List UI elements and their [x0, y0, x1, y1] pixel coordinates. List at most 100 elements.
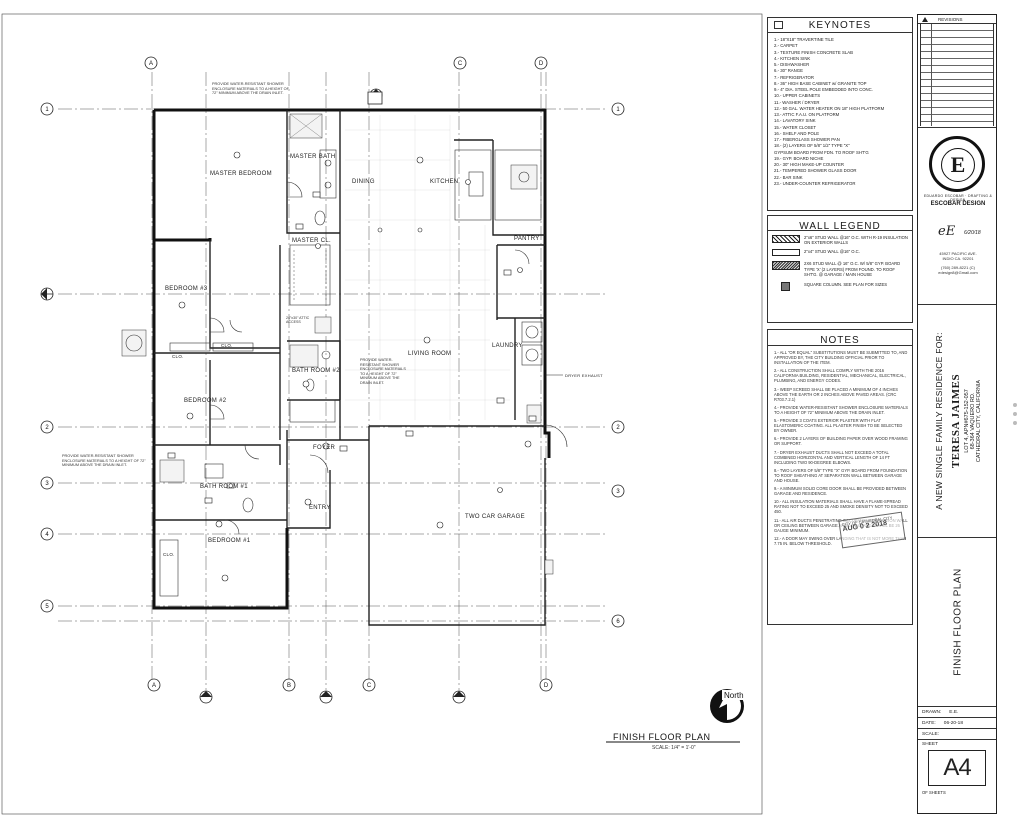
label-dining: DINING [352, 179, 375, 185]
revision-rows [920, 24, 994, 126]
label-master-cl: MASTER CL. [292, 238, 331, 244]
grid-bubble-4 [40, 527, 54, 541]
sheet-number-box: A4 [928, 750, 986, 786]
keynote-item: 23.- UNDER-COUNTER REFRIGERATOR [774, 180, 856, 186]
date-value: 06-20-18 [943, 720, 963, 726]
wall-swatch-2x6-fire [772, 261, 800, 271]
firm-block: E EDUARDO ESCOBAR · DRAFTING & DESIGN ES… [918, 128, 996, 305]
label-master-bedroom: MASTER BEDROOM [210, 171, 272, 177]
revisions-label: REVISIONS [938, 16, 963, 22]
more-options-icon[interactable] [1012, 403, 1018, 425]
wall-legend-text: 2X6 STUD WALL @ 16" O.C. W/ 5/8" GYP. BO… [804, 261, 901, 277]
label-entry: ENTRY [309, 505, 331, 511]
note-item: 8.- TWO LAYERS OF 5/8" TYPE "X" GYP. BOA… [774, 467, 908, 483]
keynote-item: 21.- TEMPERED SHOWER GLASS DOOR [774, 168, 857, 174]
keynote-item: 4.- KITCHEN SINK [774, 55, 811, 61]
keynotes-list: 1.- 18"X18" TRAVERTINE TILE 2.- CARPET 3… [768, 33, 912, 187]
label-bathroom-1: BATH ROOM #1 [200, 484, 248, 490]
wall-legend-row: SQUARE COLUMN. SEE PLAN FOR SIZES [772, 282, 908, 292]
keynote-item: 16.- SHELF AND POLE [774, 130, 820, 136]
note-item: 7.- DRYER EXHAUST DUCTS SHALL NOT EXCEED… [774, 449, 890, 465]
label-clo-2: CLO. [221, 343, 233, 348]
drawn-label: DRAWN: [922, 709, 942, 715]
revision-triangle-icon [922, 16, 928, 22]
label-living-room: LIVING ROOM [408, 351, 451, 357]
signature: eE [938, 224, 956, 239]
drawing-scale: SCALE: 1/4" = 1'-0" [652, 745, 696, 751]
wall-legend-header: WALL LEGEND [768, 216, 912, 232]
north-arrow: North [710, 689, 754, 723]
keynotes-title: KEYNOTES [808, 19, 872, 31]
firm-name: ESCOBAR DESIGN [930, 201, 986, 207]
label-bath-2: BATH ROOM #2 [292, 368, 340, 374]
lot-line-3: CATHEDRAL CITY, CALIFORNIA [976, 379, 982, 463]
label-kitchen: KITCHEN [430, 179, 458, 185]
square-column-swatch [781, 282, 790, 292]
note-shower-master: PROVIDE WATER-RESISTANT SHOWER ENCLOSURE… [212, 82, 289, 95]
wall-legend-list: 2"x6" STUD WALL @16" O.C. WITH R-19 INSU… [768, 231, 912, 292]
date-label: DATE: [922, 720, 936, 726]
notes-panel: NOTES 1.- ALL "OR EQUAL" SUBSTITUTIONS M… [767, 329, 913, 625]
revisions-block: REVISIONS [918, 15, 996, 128]
floor-plan-drawing: A C D A B C D 1 2 3 4 5 1 2 3 6 [1, 13, 763, 815]
keynote-item: 7.- REFRIGERATOR [774, 74, 814, 80]
grid-label-3: 3 [45, 481, 49, 487]
project-block: A NEW SINGLE FAMILY RESIDENCE FOR: TERES… [918, 305, 996, 538]
sheet-title: FINISH FLOOR PLAN [952, 568, 964, 676]
grid-bubble-3-right [611, 484, 625, 498]
notes-header: NOTES [768, 330, 912, 346]
note-shower-bath1: PROVIDE WATER-RESISTANT SHOWER ENCLOSURE… [62, 454, 146, 467]
firm-logo-letter: E [950, 152, 966, 177]
grid-bubble-2 [40, 420, 54, 434]
grid-bubble-d-top [534, 56, 548, 70]
grid-label-2-right: 2 [616, 425, 620, 431]
keynote-item: 5.- DISHWASHER [774, 62, 810, 67]
grid-bubble-1-right [611, 102, 625, 116]
grid-bubble-2-right [611, 420, 625, 434]
date-row: DATE: 06-20-18 [918, 718, 996, 729]
label-bedroom-3: BEDROOM #3 [165, 286, 208, 292]
firm-logo: E [929, 136, 985, 192]
grid-label-4: 4 [45, 532, 49, 538]
label-bedroom-1: BEDROOM #1 [208, 538, 251, 544]
keynote-item: 17.- FIBERGLASS SHOWER PAN [774, 137, 840, 142]
grid-bubble-d-bottom [539, 678, 553, 692]
grid-bubble-c-bottom [362, 678, 376, 692]
title-block: REVISIONS E EDUARDO ESCOBAR · DRAFTING &… [917, 14, 997, 814]
grid-label-1: 1 [45, 107, 49, 113]
firm-logo-inner: E [941, 148, 975, 182]
grid-label-a-bottom: A [152, 683, 156, 689]
grid-lines [58, 72, 608, 690]
label-two-car-garage: TWO CAR GARAGE [465, 514, 525, 520]
keynote-item: 3.- TEXTURE FINISH CONCRETE SLAB [774, 49, 853, 55]
note-item: 1.- ALL "OR EQUAL" SUBSTITUTIONS MUST BE… [774, 350, 908, 366]
grid-label-d-bottom: D [544, 683, 549, 689]
sheet-label: SHEET [922, 742, 938, 747]
grid-label-1-right: 1 [616, 107, 620, 113]
keynote-item: 22.- BAR SINK [774, 174, 803, 180]
note-attic: 24"x30" ATTIC ACCESS [286, 316, 309, 324]
scale-label: SCALE: [922, 731, 940, 737]
grid-label-3-right: 3 [616, 489, 620, 495]
keynote-item: 15.- WATER CLOSET [774, 124, 817, 130]
notes-title: NOTES [820, 335, 860, 346]
note-item: 4.- PROVIDE WATER-RESISTANT SHOWER ENCLO… [774, 404, 908, 415]
keynote-item: GYPSUM BOARD FROM FDN. TO ROOF SHT'G [774, 149, 869, 155]
note-shower-bath2: PROVIDE WATER-RESISTANT SHOWER ENCLOSURE… [360, 358, 406, 385]
grid-bubble-a-bottom [147, 678, 161, 692]
signature-date: 6/20/18 [964, 230, 981, 236]
grid-bubbles: A C D A B C D 1 2 3 4 5 1 2 3 6 [40, 56, 625, 692]
grid-label-c-top: C [458, 61, 463, 67]
grid-label-2: 2 [45, 425, 49, 431]
keynote-item: 20.- 30" HIGH MAKE-UP COUNTER [774, 162, 844, 167]
sheet-title-block: FINISH FLOOR PLAN [918, 538, 996, 707]
grid-label-c-bottom: C [367, 683, 372, 689]
note-item: 2.- ALL CONSTRUCTION SHALL COMPLY WITH T… [774, 368, 906, 384]
keynote-item: 19.- GYP. BOARD NICHE [774, 155, 824, 161]
label-foyer: FOYER [313, 445, 336, 451]
note-item: 10.- ALL INSULATION MATERIALS SHALL HAVE… [774, 499, 908, 515]
keynote-item: 10.- UPPER CABINETS [774, 93, 821, 99]
wall-swatch-2x4 [772, 249, 800, 257]
firm-phone: (760) 289-8221 (C) [940, 265, 976, 270]
wall-legend-row: 2"x6" STUD WALL @16" O.C. WITH R-19 INSU… [772, 235, 908, 245]
